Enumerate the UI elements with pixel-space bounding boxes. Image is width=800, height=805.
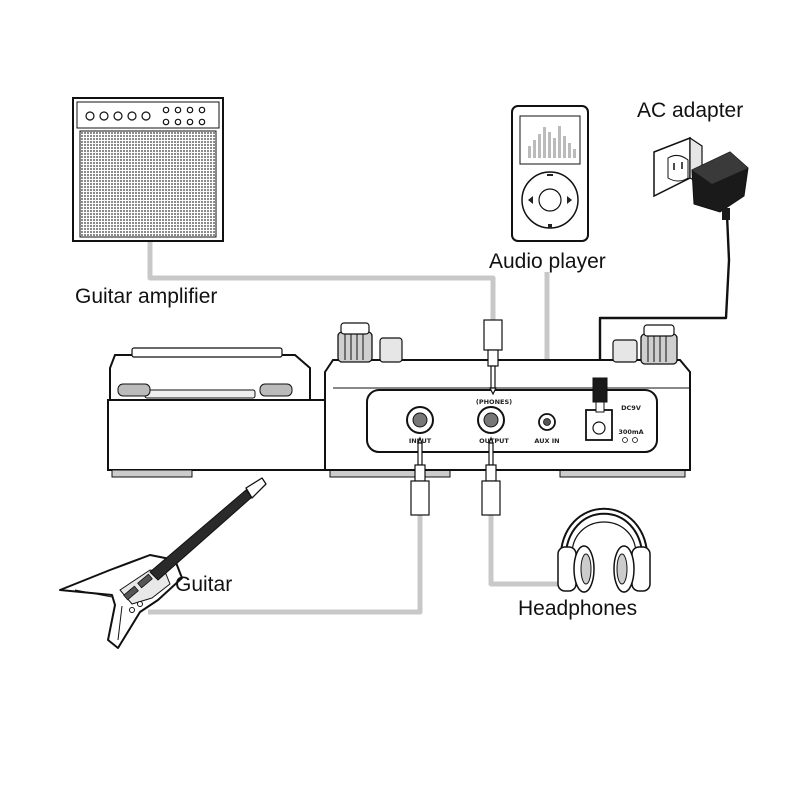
left-knob <box>337 322 373 363</box>
output-label: OUTPUT <box>479 437 509 445</box>
dc-jack <box>585 409 613 441</box>
dc9v-label: DC9V <box>621 404 641 412</box>
headphones-plug <box>481 436 501 516</box>
aux-in-label: AUX IN <box>534 437 559 445</box>
right-knob <box>640 324 678 365</box>
audio-player-label: Audio player <box>489 250 606 273</box>
pickups <box>123 573 153 601</box>
guitar-label: Guitar <box>175 573 233 596</box>
output-jack <box>477 406 505 434</box>
guitar-amplifier-label: Guitar amplifier <box>75 285 218 308</box>
audio-player-graphic <box>511 105 589 242</box>
guitar-graphic <box>59 477 267 649</box>
amp-knobs <box>85 106 206 126</box>
ac-adapter-graphic <box>653 136 749 220</box>
amp-cable <box>147 240 496 320</box>
headphones-label: Headphones <box>518 597 638 620</box>
ac-adapter-label: AC adapter <box>637 99 744 122</box>
guitar-knobs <box>129 601 143 613</box>
headphones-graphic <box>557 507 651 593</box>
adapter-cord <box>598 214 731 378</box>
headphones-cable <box>488 515 575 587</box>
aux-in-jack <box>538 413 556 431</box>
guitar-plug <box>410 436 430 516</box>
amp-plug <box>483 319 503 396</box>
ac-plug <box>592 377 608 413</box>
phones-label: (PHONES) <box>476 398 512 406</box>
amplifier-graphic <box>72 97 224 242</box>
cables <box>147 240 575 615</box>
input-jack <box>406 406 434 434</box>
guitar-cable <box>148 515 423 615</box>
current-label: 300mA <box>618 428 643 436</box>
